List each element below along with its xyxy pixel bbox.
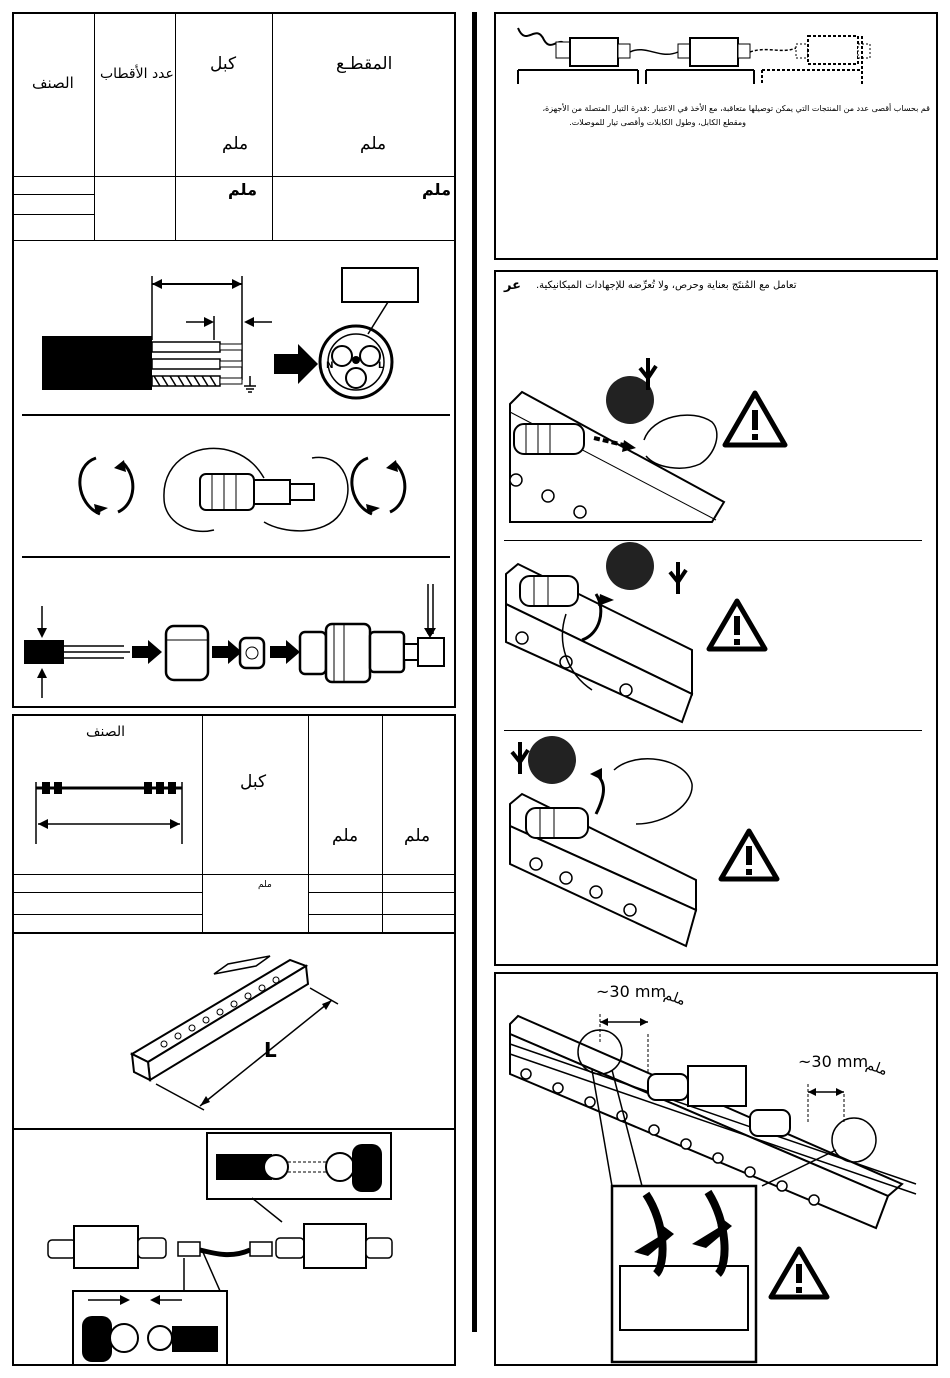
fixture-connection-panel (12, 1128, 456, 1366)
handling-warning-text: تعامل مع المُنتَج بعناية وحرص، ولا تُعرِ… (536, 280, 797, 291)
table1-section-unit: ملم (360, 134, 387, 154)
step2-bend-diagram (505, 542, 694, 724)
spec-table-2-panel: الصنف كبل ملم ملم ملم (12, 714, 456, 934)
warning-triangle-icon (706, 598, 768, 652)
step3-lift-diagram (509, 736, 698, 948)
chain-connection-diagram (517, 27, 871, 84)
table1-row-section-unit: ملم (422, 180, 451, 199)
handling-warning-panel: عر تعامل مع المُنتَج بعناية وحرص، ولا تُ… (494, 270, 938, 966)
no-hand-icon (638, 358, 658, 390)
table1-row-cable-unit: ملم (228, 180, 257, 199)
no-hand-icon (668, 562, 688, 594)
table1-poles-header: عدد الأقطاب (100, 66, 174, 82)
table1-cable-unit: ملم (222, 134, 249, 154)
cable-length-diagram (35, 782, 183, 844)
svg-text:L: L (378, 361, 384, 371)
fixture-dimension-diagram (129, 955, 339, 1111)
svg-text:N: N (326, 361, 334, 371)
rotate-arrow-icon (78, 456, 135, 516)
length-label: L (264, 1038, 277, 1062)
language-code: عر (504, 278, 521, 293)
connector-detail-bottom (72, 1290, 228, 1364)
assembly-sequence-diagram (24, 584, 445, 698)
table2-unit-2: ملم (404, 826, 431, 846)
connection-note-panel: قم بحساب أقصى عدد من المنتجات التي يمكن … (494, 12, 938, 260)
table1-class-header: الصنف (32, 74, 74, 92)
cable-tie-panel: ~30 mm ملم ~30 mm ملم (494, 972, 938, 1366)
table1-cable-header: كبل (210, 54, 237, 74)
tie-distance-1: ~30 mm (596, 982, 667, 1001)
warning-triangle-icon (718, 828, 780, 882)
step1-pull-diagram (509, 376, 726, 523)
table2-unit-1: ملم (332, 826, 359, 846)
connector-twist-diagram (78, 447, 407, 533)
no-hand-icon (510, 742, 530, 774)
tie-distance-2: ~30 mm (798, 1052, 869, 1071)
product-dimension-panel: L (12, 932, 456, 1130)
table2-row-cable-unit: ملم (258, 880, 272, 890)
column-divider (472, 12, 477, 1332)
table2-cable-header: كبل (240, 772, 267, 792)
table1-section-header: المقطـع (336, 54, 393, 74)
cable-tie-diagram (509, 1014, 917, 1364)
wire-strip-diagram: N L (42, 267, 419, 400)
fixture-chain-diagram (47, 1197, 393, 1301)
warning-triangle-icon (722, 390, 788, 448)
connector-detail-top (206, 1132, 392, 1200)
connection-note-line2: ومقطع الكابل، وطول الكابلات وأقصى تيار ل… (569, 118, 746, 127)
ground-symbol-icon (244, 376, 256, 393)
wiring-panel: الصنف عدد الأقطاب كبل المقطـع ملم ملم مل… (12, 12, 456, 708)
warning-triangle-icon (768, 1246, 830, 1300)
connection-note-line1: قم بحساب أقصى عدد من المنتجات التي يمكن … (542, 104, 930, 113)
rotate-arrow-icon (350, 456, 407, 516)
table2-class-header: الصنف (86, 724, 126, 740)
